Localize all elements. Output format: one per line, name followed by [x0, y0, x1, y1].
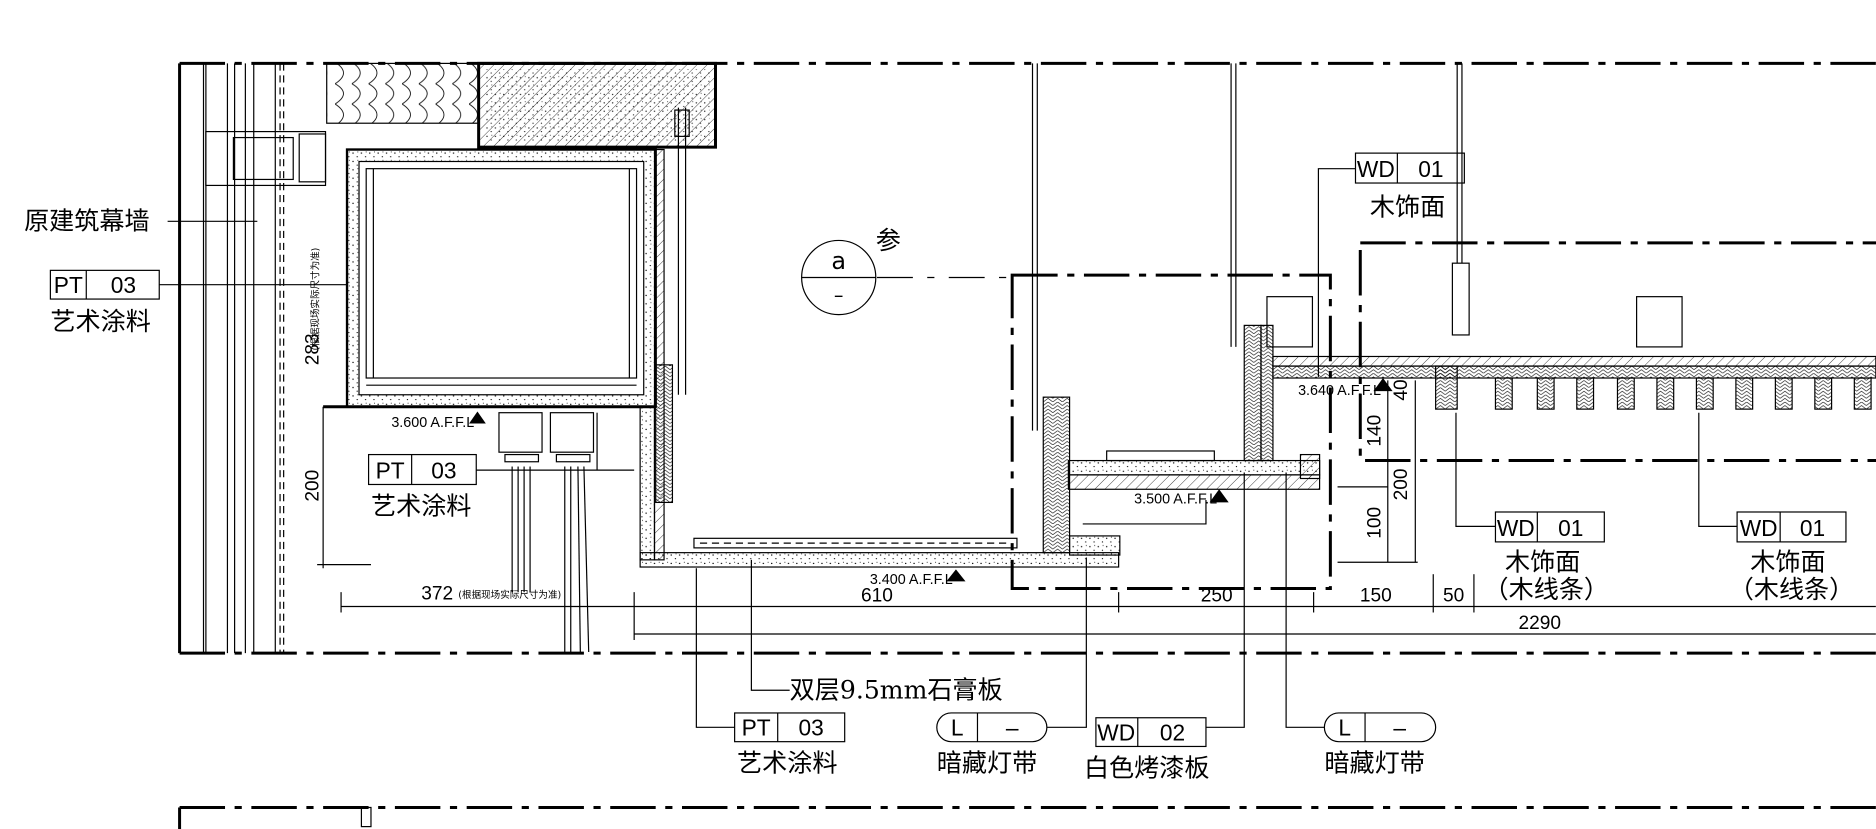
light-trough: [1010, 273, 1332, 591]
tag-pt-bottom: PT 03 艺术涂料: [734, 712, 846, 778]
gypsum-ceiling: [639, 537, 1120, 568]
label-curtain-wall: 原建筑幕墙: [24, 207, 150, 236]
dim-372: 372: [421, 583, 453, 604]
track-lights: [498, 412, 595, 652]
note-372: (根据现场实际尺寸为准): [458, 589, 561, 601]
dim-250: 250: [1201, 586, 1233, 607]
wood-slat-ceiling: [1266, 241, 1876, 463]
section-letter: a: [831, 247, 846, 275]
wd-r2-label2: （木线条）: [1729, 575, 1855, 604]
tag-wd02: WD 02 白色烤漆板: [1084, 717, 1210, 782]
wd02-label: 白色烤漆板: [1084, 753, 1210, 782]
wd-r2-code: WD: [1740, 515, 1778, 541]
hanger-rods: [1031, 63, 1470, 431]
tag-wd-top: WD 01 木饰面: [1354, 152, 1465, 221]
light2-code: L: [1338, 715, 1351, 741]
wd-top-num: 01: [1418, 156, 1443, 182]
pt-left-num: 03: [111, 272, 136, 298]
wd02-code: WD: [1097, 719, 1135, 745]
wd-r1-num: 01: [1558, 515, 1583, 541]
dimension-texts: 283 (根据现场实际尺寸为准) 200 372 (根据现场实际尺寸为准) 61…: [302, 248, 1561, 635]
dimension-lines: [317, 380, 1876, 640]
pt-left-label: 艺术涂料: [50, 307, 150, 336]
dim-140: 140: [1365, 415, 1386, 447]
curtain-wall: [202, 63, 327, 654]
dim-100: 100: [1365, 507, 1386, 539]
wd-r2-num: 01: [1800, 515, 1825, 541]
tag-wd-right-2: WD 01 木饰面 （木线条）: [1729, 511, 1855, 604]
section-marker: a – 参: [801, 226, 901, 316]
pt-left-code: PT: [54, 272, 83, 298]
level-3600: 3.600 A.F.F.L: [391, 415, 474, 431]
pt-mid-num: 03: [431, 457, 456, 483]
wd-r2-label: 木饰面: [1750, 548, 1825, 577]
pt-bottom-num: 03: [799, 715, 824, 741]
pt-mid-code: PT: [376, 457, 405, 483]
level-3500: 3.500 A.F.F.L: [1134, 492, 1217, 508]
ceiling-bulkhead: [323, 107, 690, 561]
wd-r1-code: WD: [1497, 515, 1535, 541]
tag-pt-left: PT 03 艺术涂料: [49, 269, 160, 336]
wd-r1-label2: （木线条）: [1483, 575, 1609, 604]
light1-num: –: [1006, 715, 1019, 741]
level-3400: 3.400 A.F.F.L: [870, 572, 953, 588]
dim-2290: 2290: [1518, 613, 1561, 634]
dim-40: 40: [1391, 379, 1412, 400]
tag-light-1: L – 暗藏灯带: [936, 712, 1048, 778]
wd-r1-label: 木饰面: [1505, 548, 1580, 577]
label-gypsum: 双层9.5mm石膏板: [790, 676, 1003, 705]
section-ref: 参: [876, 226, 901, 255]
light2-label: 暗藏灯带: [1324, 749, 1424, 778]
tag-pt-mid: PT 03 艺术涂料: [367, 453, 477, 520]
dim-610: 610: [861, 586, 893, 607]
wd-top-code: WD: [1357, 156, 1395, 182]
light2-num: –: [1393, 715, 1406, 741]
level-3640: 3.640 A.F.F.L: [1298, 383, 1381, 399]
leader-lines: [159, 168, 1738, 728]
note-vertical: (根据现场实际尺寸为准): [309, 248, 321, 351]
tag-light-2: L – 暗藏灯带: [1323, 712, 1437, 778]
light1-label: 暗藏灯带: [937, 749, 1037, 778]
pt-bottom-code: PT: [742, 715, 771, 741]
tag-wd-right-1: WD 01 木饰面 （木线条）: [1483, 511, 1609, 604]
dim-200-right: 200: [1391, 469, 1412, 501]
structural-slab: [326, 61, 717, 149]
light1-code: L: [951, 715, 964, 741]
dim-150: 150: [1360, 586, 1392, 607]
pt-mid-label: 艺术涂料: [371, 491, 471, 520]
section-sheet: –: [834, 283, 844, 306]
pt-bottom-label: 艺术涂料: [737, 749, 837, 778]
dim-200-left: 200: [302, 470, 323, 502]
wd-top-label: 木饰面: [1370, 192, 1445, 221]
wd02-num: 02: [1160, 719, 1185, 745]
drawing-frame: [178, 61, 1876, 829]
dim-50: 50: [1443, 586, 1464, 607]
dim-283: 283: [302, 333, 323, 365]
level-markers: 3.600 A.F.F.L 3.400 A.F.F.L 3.500 A.F.F.…: [391, 378, 1393, 588]
